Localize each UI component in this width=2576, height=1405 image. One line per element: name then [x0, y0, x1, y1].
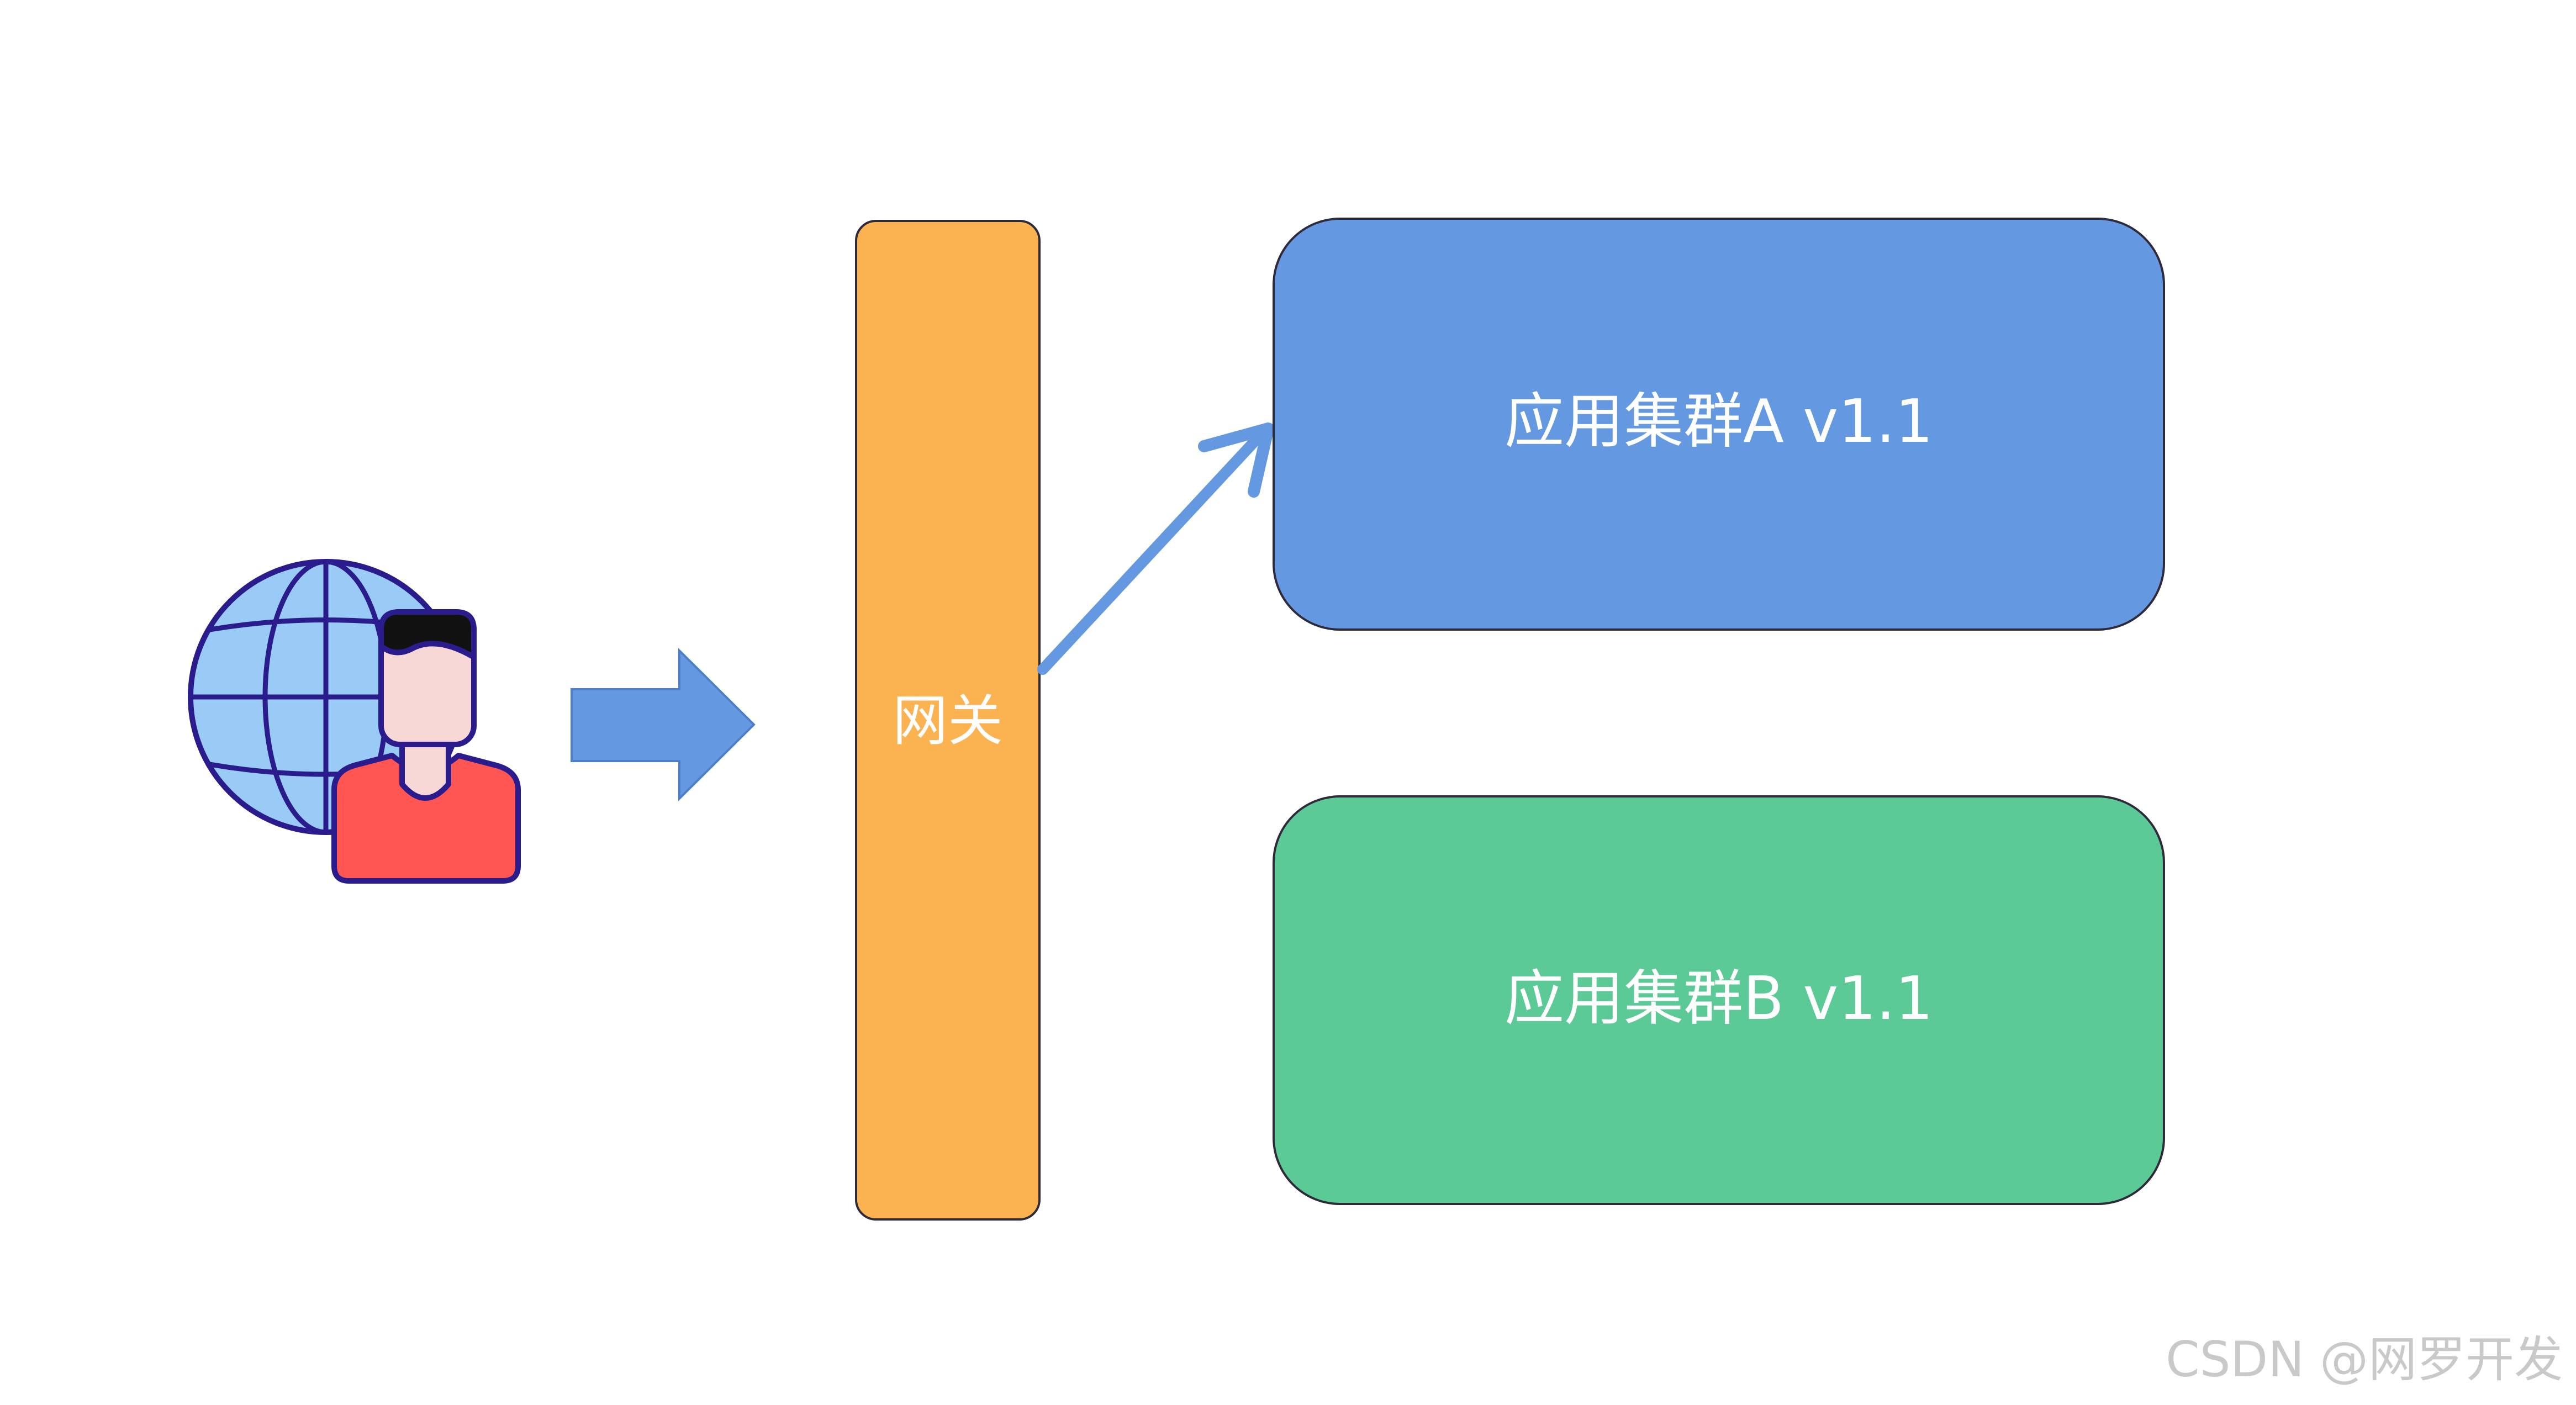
cluster-a-label: 应用集群A v1.1	[1505, 387, 1933, 456]
user-with-globe-icon	[188, 559, 521, 884]
cluster-b-box: 应用集群B v1.1	[1273, 795, 2165, 1205]
flow-arrow-to-gateway	[571, 648, 756, 801]
cluster-b-label: 应用集群B v1.1	[1505, 964, 1933, 1033]
gateway-label: 网关	[893, 688, 1003, 753]
route-arrow-to-cluster-a	[1037, 422, 1274, 675]
watermark: CSDN @网罗开发	[2166, 1331, 2563, 1388]
cluster-a-box: 应用集群A v1.1	[1273, 218, 2165, 631]
person-icon	[331, 609, 521, 884]
gateway-box: 网关	[855, 220, 1041, 1221]
